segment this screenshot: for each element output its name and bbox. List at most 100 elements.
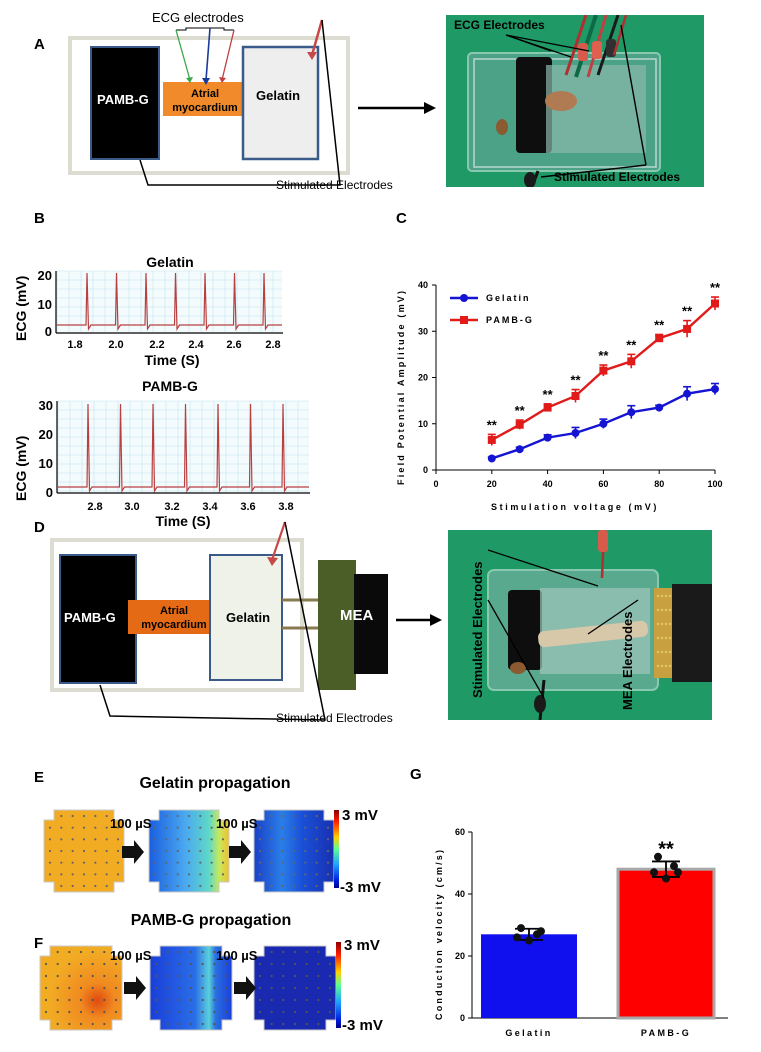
gelatin-block <box>241 45 320 161</box>
electrode-dot <box>44 974 48 978</box>
electrode-dot <box>68 974 71 978</box>
electrode-dot <box>224 986 228 990</box>
electrode-dot <box>199 884 202 888</box>
ecg-pamb-xtick: 3.2 <box>164 501 179 513</box>
electrode-dot <box>210 814 213 818</box>
electrode-dot <box>105 814 108 818</box>
electrode-dot <box>56 998 59 1002</box>
electrode-dot <box>282 986 285 990</box>
electrode-dot <box>304 838 307 841</box>
electrode-dot <box>270 974 273 978</box>
mea-body <box>318 560 356 690</box>
electrode-dot <box>116 826 120 829</box>
ecg-bracket <box>176 27 234 31</box>
pamb-g-block-d <box>59 554 137 684</box>
chart-c-xtick-label: 100 <box>707 479 722 489</box>
ecg-pamb-xtick: 3.6 <box>240 501 255 513</box>
electrode-dot <box>315 849 318 853</box>
electrode-dot <box>201 974 204 978</box>
chart-c-ytick-label: 0 <box>423 465 428 475</box>
panel-d-schematic: PAMB-G Atrial myocardium Gelatin MEA Sti… <box>50 521 393 725</box>
panel-letter-f: F <box>34 935 44 952</box>
electrode-dot <box>79 962 83 966</box>
ecg-gelatin-ylabel: ECG (mV) <box>13 276 29 341</box>
chart-g-bar <box>616 867 716 1020</box>
electrode-dot <box>189 974 193 978</box>
chart-g-point <box>537 927 545 936</box>
electrode-dot <box>60 814 63 818</box>
electrode-dot <box>304 814 307 818</box>
electrode-dot <box>187 838 191 841</box>
electrode-dot <box>293 986 297 990</box>
electrode-dot <box>315 861 318 864</box>
electrode-dot <box>317 962 320 966</box>
atrial-label-2: myocardium <box>172 102 238 114</box>
electrode-dot <box>305 986 308 990</box>
electrode-dot <box>79 986 83 990</box>
electrode-dot <box>281 814 284 818</box>
electrode-dot <box>304 884 307 888</box>
electrode-dot <box>292 861 296 864</box>
electrode-dot <box>166 950 169 954</box>
electrode-dot <box>189 986 193 990</box>
ecg-gelatin-grid <box>56 270 282 332</box>
electrode-dot <box>176 849 179 853</box>
electrode-dot <box>178 1010 181 1014</box>
electrode-dot <box>56 962 59 966</box>
electrode-dot <box>103 950 106 954</box>
electrode-dot <box>176 838 179 841</box>
chart-g-point <box>525 936 533 945</box>
electrode-dot <box>103 974 106 978</box>
electrode-dot <box>91 974 94 978</box>
electrode-dot <box>91 998 94 1002</box>
electrode-dot <box>187 884 191 888</box>
photo-stim-label: Stimulated Electrodes <box>554 170 680 184</box>
arrow-e-2 <box>229 840 251 864</box>
electrode-dot <box>328 986 332 990</box>
electrode-dot <box>270 950 273 954</box>
electrode-dot <box>293 998 297 1002</box>
electrode-dot <box>315 814 318 818</box>
electrode-dot <box>91 962 94 966</box>
electrode-dot <box>293 962 297 966</box>
electrode-dot <box>317 1022 320 1026</box>
electrode-dot <box>166 962 169 966</box>
electrode-dot <box>79 974 83 978</box>
chamber-outline-d <box>50 538 304 692</box>
atrial-block <box>163 82 247 116</box>
chart-g-point <box>670 862 678 871</box>
electrode-dot <box>258 998 262 1002</box>
electrode-dot <box>199 826 202 829</box>
electrode-dot <box>165 838 168 841</box>
electrode-dot <box>114 986 118 990</box>
electrode-dot <box>292 814 296 818</box>
electrode-dot <box>224 962 228 966</box>
electrode-dot <box>210 873 213 876</box>
electrode-dot <box>56 1022 59 1026</box>
electrode-dot <box>293 1010 297 1014</box>
electrode-dot <box>176 826 179 829</box>
electrode-dot <box>165 826 168 829</box>
electrode-dot <box>82 814 86 818</box>
chart-c-point <box>487 435 496 444</box>
panel-letter-a: A <box>34 36 45 53</box>
chart-g-ytick-label: 0 <box>460 1013 465 1023</box>
electrode-dot <box>282 1010 285 1014</box>
electrode-dot <box>305 962 308 966</box>
electrode-dot <box>105 873 108 876</box>
chart-g-point <box>650 868 658 877</box>
electrode-dot <box>292 826 296 829</box>
electrode-dot <box>213 950 216 954</box>
electrode-dot <box>189 950 193 954</box>
ecg-pamb-xtick: 3.0 <box>124 501 139 513</box>
electrode-dot <box>224 974 228 978</box>
electrode-dot <box>105 849 108 853</box>
arrowhead-blue <box>202 78 210 85</box>
panel-a-photo: ECG Electrodes Stimulated Electrodes <box>446 15 704 187</box>
colorbar-f <box>336 942 341 1028</box>
chart-c-xtick-label: 20 <box>487 479 497 489</box>
chart-c-point <box>571 392 580 400</box>
arrow-f-1 <box>124 976 146 1000</box>
electrode-dot <box>281 826 284 829</box>
